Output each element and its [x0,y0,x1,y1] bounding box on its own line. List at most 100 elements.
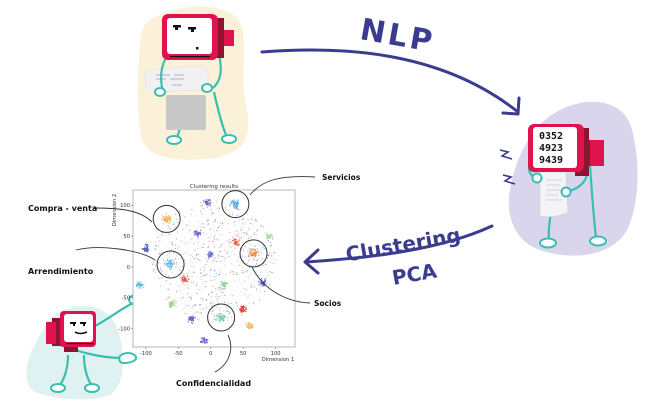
scatter-point [262,281,265,283]
scatter-point [200,308,202,310]
scatter-point [217,258,219,260]
scatter-point [171,301,173,303]
scatter-point [253,286,255,288]
scatter-point [178,210,180,212]
scatter-point [199,272,202,274]
scatter-point [206,206,208,209]
scatter-point [198,304,200,306]
scatter-point [261,258,263,260]
scatter-point [219,308,221,310]
scatter-point [219,251,222,253]
scatter-point [233,238,235,240]
scatter-point [210,233,212,235]
scatter-point [266,233,268,235]
scatter-point [247,276,250,278]
scatter-point [255,250,258,253]
scatter-point [184,252,187,254]
scatter-point [242,259,244,261]
scatter-point [200,340,203,342]
scatter-point [235,239,237,241]
scatter-point [232,273,234,275]
scatter-point [255,252,257,255]
scatter-point [167,225,169,227]
scatter-point [242,267,244,269]
scatter-point [224,301,226,303]
scatter-point [137,282,139,285]
scatter-point [185,262,188,264]
scatter-point [153,270,155,272]
scatter-point [210,209,212,211]
scatter-point [165,261,167,263]
scatter-point [219,245,221,247]
scatter-point [207,219,209,221]
scatter-point [233,271,235,273]
x-tick-label: -50 [174,351,182,357]
scatter-point [224,283,227,285]
scatter-point [201,316,203,318]
scatter-point [226,252,228,254]
scatter-point [274,258,276,260]
scatter-point [244,288,247,290]
scatter-point [169,252,171,254]
scatter-point [240,305,242,307]
scatter-point [171,242,173,244]
scatter-point [199,233,201,235]
scatter-point [186,275,189,278]
scatter-point [235,202,237,204]
scatter-point [183,279,186,282]
scatter-point [214,235,216,237]
scatter-point [193,266,195,268]
scatter-point [204,274,206,276]
scatter-point [205,281,207,283]
scatter-point [172,259,174,261]
scatter-point [163,218,166,221]
scatter-point [238,279,240,281]
scatter-point [251,224,253,226]
scatter-point [219,321,221,323]
scatter-point [219,313,221,315]
scatter-point [246,213,248,215]
scatter-point [190,265,192,267]
scatter-point [224,257,226,259]
x-tick-label: 0 [209,351,212,357]
scatter-point [168,260,170,262]
scatter-point [147,244,149,246]
scatter-point [176,255,178,257]
scatter-point [195,257,198,259]
scatter-point [255,263,257,265]
scatter-point [167,288,169,290]
scatter-point [235,206,238,209]
scatter-point [223,264,225,267]
scatter-point [256,271,258,273]
scatter-point [210,253,212,255]
scatter-point [205,341,207,344]
scatter-point [190,318,193,320]
scatter-point [228,241,230,243]
scatter-point [241,269,243,271]
scatter-point [270,271,272,273]
scatter-point [145,244,147,246]
scatter-point [230,263,233,265]
scatter-point [251,249,253,252]
scatter-point [159,267,161,269]
scatter-point [204,203,207,205]
scatter-point [181,278,183,281]
scatter-point [167,263,169,265]
scatter-point [217,226,220,228]
scatter-point [266,257,269,259]
scatter-point [168,262,171,264]
scatter-point [197,241,199,243]
scatter-point [202,297,204,300]
scatter-point [227,317,229,319]
scatter-point [230,269,232,271]
scatter-point [225,310,228,312]
scatter-point [264,280,266,282]
scatter-point [220,244,223,246]
scatter-point [197,238,199,240]
scatter-point [227,301,229,303]
scatter-point [239,309,241,311]
scatter-point [264,248,266,250]
annotation-arrendimiento: Arrendimiento [28,247,156,276]
scatter-point [247,321,249,324]
scatter-point [205,306,207,308]
